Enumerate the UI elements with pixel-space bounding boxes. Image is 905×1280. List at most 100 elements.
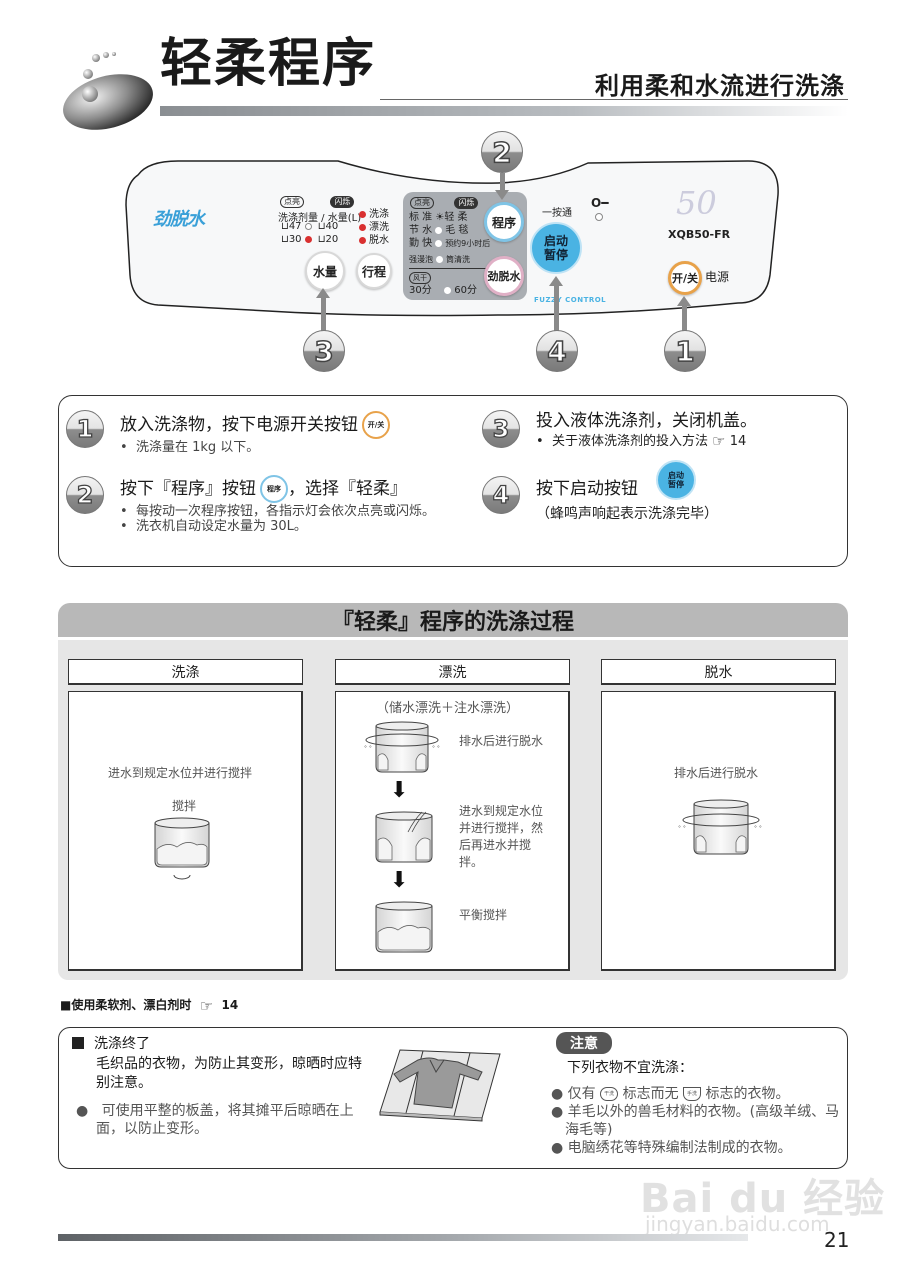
tub-balance-icon — [375, 901, 433, 953]
column-wash: 洗涤 — [68, 659, 303, 685]
step-number-4: 4 — [482, 476, 520, 514]
finish-bullet: ● 可使用平整的板盖，将其摊平后晾晒在上面，以防止变形。 — [76, 1103, 354, 1137]
callout-stem — [682, 306, 687, 332]
page-title: 轻柔程序 — [160, 34, 377, 94]
dry-clean-icon: 干洗 — [600, 1087, 619, 1101]
step-number-1: 1 — [66, 410, 104, 448]
water-level-button[interactable]: 水量 — [305, 251, 345, 291]
finish-body: 毛织品的衣物，为防止其变形，晾晒时应特别注意。 — [96, 1056, 362, 1091]
column-spin: 脱水 — [601, 659, 836, 685]
ref-page[interactable]: 14 — [729, 434, 747, 449]
step-4-note: （蜂鸣声响起表示洗涤完毕） — [536, 506, 718, 522]
logo-bubble-icon — [63, 52, 153, 130]
arrow-up-icon — [549, 276, 563, 286]
tub-agitate-icon — [154, 817, 210, 880]
pointing-hand-icon: ☞ — [712, 432, 726, 450]
model-name: XQB50-FR — [668, 228, 731, 241]
finish-heading: 洗涤终了 — [72, 1035, 150, 1054]
legend-blink: 闪烁 — [330, 196, 355, 208]
power-button-icon: 开/关 — [362, 411, 390, 439]
title-gradient-bar — [160, 106, 848, 116]
tub-icon: ⊔ — [317, 221, 326, 232]
power-label: 电源 — [705, 270, 730, 284]
rinse-description: （储水漂洗＋注水漂洗） — [376, 701, 520, 716]
down-arrow-icon: ⬇ — [390, 778, 409, 803]
callout-stem — [500, 173, 505, 191]
tub-icon: ⊔ — [281, 234, 289, 245]
stage-leds: 洗涤 漂洗 脱水 — [356, 208, 389, 247]
softener-note: ■使用柔软剂、漂白剂时 ☞ 14 — [60, 996, 239, 1015]
callout-1: 1 — [664, 330, 706, 372]
stroke-button[interactable]: 行程 — [356, 253, 392, 289]
step-number-3: 3 — [482, 410, 520, 448]
step-number-2: 2 — [66, 476, 104, 514]
capacity-number: 50 — [676, 184, 717, 222]
callout-stem — [321, 298, 326, 332]
ref-page[interactable]: 14 — [221, 998, 239, 1012]
svg-text:° °: ° ° — [754, 825, 762, 832]
page-subtitle: 利用柔和水流进行洗涤 — [595, 72, 845, 100]
led-30 — [304, 235, 312, 243]
program-button-icon: 程序 — [260, 475, 288, 503]
step-2-title: 按下『程序』按钮程序，选择『轻柔』 — [120, 474, 407, 503]
tub-icon: ⊔ — [317, 234, 326, 245]
spin-description: 排水后进行脱水 — [674, 766, 759, 780]
attention-badge: 注意 — [556, 1032, 612, 1054]
legend-row: 点亮 闪烁 — [280, 196, 355, 208]
water-label: 洗涤剂量 / 水量(L) — [278, 213, 362, 224]
wash-description: 进水到规定水位并进行搅拌 — [108, 766, 253, 780]
led-rinse — [359, 223, 366, 231]
start-pause-button[interactable]: 启动 暂停 — [530, 222, 582, 274]
steps-box — [58, 395, 848, 567]
down-arrow-icon: ⬇ — [390, 868, 409, 893]
footer-gradient-bar — [58, 1234, 748, 1241]
watermark-url: jingyan.baidu.com — [645, 1212, 830, 1236]
legend-lit: 点亮 — [280, 196, 304, 208]
tub-spin-icon: ° ° ° ° — [364, 721, 440, 773]
water-level-row-1: ⊔47 ⊔40 — [281, 221, 339, 232]
one-touch-label: 一按通 — [542, 208, 572, 219]
program-button[interactable]: 程序 — [484, 202, 524, 242]
arrow-up-icon — [677, 296, 691, 306]
notes-box — [58, 1027, 848, 1169]
tub-spin-icon: ° ° ° ° — [678, 799, 762, 855]
rinse-stage-3: 平衡搅拌 — [459, 908, 508, 922]
svg-text:° °: ° ° — [432, 745, 440, 752]
child-lock-led — [595, 213, 603, 221]
watermark-logo: Bai du 经验 — [640, 1176, 886, 1222]
tub-icon: ⊔ — [281, 221, 289, 232]
title-rule — [380, 99, 848, 100]
svg-text:° °: ° ° — [364, 745, 372, 752]
spin-button[interactable]: 劲脱水 — [484, 256, 524, 296]
step-3-title: 投入液体洗涤剂，关闭机盖。 — [536, 411, 757, 431]
child-lock-key-icon: O━ — [591, 196, 609, 210]
callout-stem — [554, 286, 559, 332]
process-title: 『轻柔』程序的洗涤过程 — [58, 603, 848, 637]
power-button[interactable]: 开/关 — [668, 261, 702, 295]
callout-3: 3 — [303, 330, 345, 372]
pointing-hand-icon: ☞ — [199, 996, 214, 1015]
page-number: 21 — [824, 1228, 850, 1252]
start-button-icon: 启动暂停 — [656, 460, 696, 500]
rinse-panel — [335, 691, 570, 971]
step-3-note: • 关于液体洗涤剂的投入方法 ☞ 14 — [536, 432, 747, 450]
step-2-notes: • 每按动一次程序按钮，各指示灯会依次点亮或闪烁。 • 洗衣机自动设定水量为 3… — [120, 504, 435, 534]
column-rinse: 漂洗 — [335, 659, 570, 685]
led-wash — [359, 210, 366, 218]
step-1-note: • 洗涤量在 1kg 以下。 — [120, 440, 260, 455]
water-level-row-2: ⊔30 ⊔20 — [281, 234, 339, 245]
arrow-down-icon — [495, 190, 509, 200]
sweater-drying-illustration — [379, 1049, 501, 1122]
brand-logo: 劲脱水 — [153, 209, 205, 230]
tub-fill-icon — [375, 811, 433, 863]
program-legend: 点亮 闪烁 — [410, 197, 479, 209]
attention-intro: 下列衣物不宜洗涤： — [567, 1060, 693, 1076]
hand-wash-icon: 手洗 — [683, 1087, 702, 1101]
step-1-title: 放入洗涤物，按下电源开关按钮开/关 — [120, 410, 390, 439]
rinse-stage-1: 排水后进行脱水 — [459, 734, 544, 748]
attention-list: ● 仅有 干洗 标志而无 手洗 标志的衣物。 ● 羊毛以外的兽毛材料的衣物。(高… — [551, 1086, 840, 1156]
square-bullet-icon — [72, 1037, 84, 1049]
svg-text:° °: ° ° — [678, 825, 686, 832]
led-47 — [304, 222, 312, 230]
led-spin — [359, 236, 366, 244]
